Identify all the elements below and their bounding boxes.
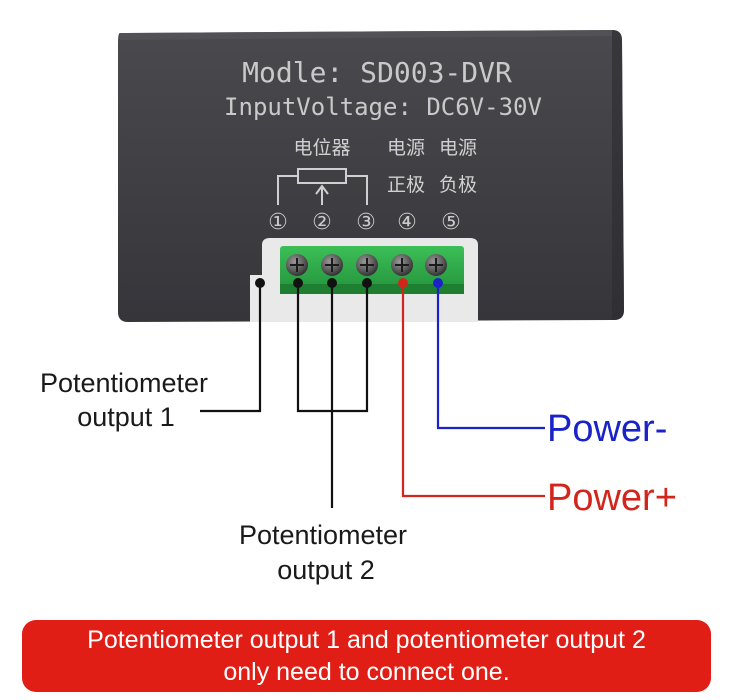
- power-cn-label-2: 电源: [439, 137, 477, 159]
- power-plus-label: Power+: [547, 477, 677, 519]
- model-line: Modle: SD003-DVR: [242, 56, 512, 89]
- terminal-number-3: ③: [356, 210, 376, 235]
- pot-output-1-label-line1: Potentiometer: [40, 368, 208, 398]
- wiring-diagram: Modle: SD003-DVR InputVoltage: DC6V-30V …: [40, 30, 677, 585]
- screw-4: [391, 254, 413, 276]
- connection-dot-pot1: [255, 278, 265, 288]
- note-line-1: Potentiometer output 1 and potentiometer…: [87, 626, 646, 654]
- terminal-block: [280, 246, 464, 294]
- wire-power-plus: [401, 283, 545, 498]
- wire-power-minus: [436, 283, 545, 430]
- power-minus-label: Power-: [547, 408, 667, 450]
- terminal-number-2: ②: [312, 210, 332, 235]
- pot-output-2-label-line1: Potentiometer: [239, 520, 407, 550]
- wire-pot-output-2: [296, 283, 369, 508]
- potentiometer-cn-label: 电位器: [293, 137, 350, 159]
- note-banner: Potentiometer output 1 and potentiometer…: [22, 620, 711, 692]
- screw-1: [286, 254, 308, 276]
- screw-2: [321, 254, 343, 276]
- voltage-line: InputVoltage: DC6V-30V: [224, 93, 542, 121]
- negative-cn-label: 负极: [439, 174, 477, 196]
- terminal-numbers: ① ② ③ ④ ⑤: [268, 210, 461, 235]
- potentiometer-symbol: [277, 168, 368, 205]
- power-cn-label-1: 电源: [387, 137, 425, 159]
- connection-dot-power-plus: [398, 278, 408, 288]
- terminal-number-5: ⑤: [441, 210, 461, 235]
- screw-3: [356, 254, 378, 276]
- terminal-number-1: ①: [268, 210, 288, 235]
- positive-cn-label: 正极: [387, 174, 425, 196]
- screw-5: [425, 254, 447, 276]
- connection-dot-power-minus: [433, 278, 443, 288]
- connection-dot-term2: [327, 278, 337, 288]
- terminal-number-4: ④: [397, 210, 417, 235]
- pot-output-1-label-line2: output 1: [77, 402, 175, 432]
- note-line-2: only need to connect one.: [223, 658, 510, 686]
- connection-dot-term1: [293, 278, 303, 288]
- connection-dot-term3: [362, 278, 372, 288]
- wire-pot-output-1: [200, 283, 262, 413]
- pot-output-2-label-line2: output 2: [277, 555, 375, 585]
